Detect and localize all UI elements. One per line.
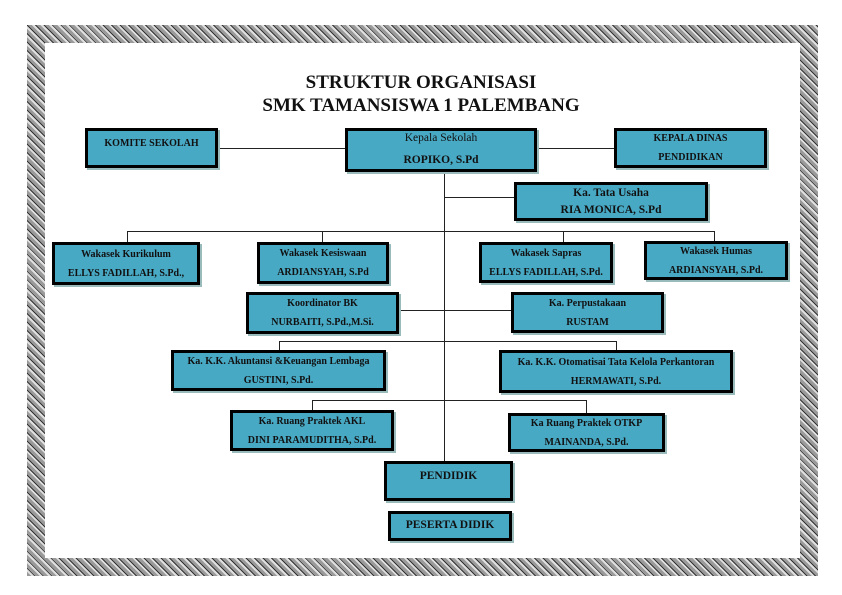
node-name: RUSTAM: [566, 316, 609, 328]
komite-connector: [218, 148, 345, 149]
node-title: PENDIDIK: [419, 470, 478, 482]
node-title: Wakasek Kesiswaan: [279, 248, 367, 259]
wakasek-connector: [127, 231, 715, 232]
node-ruang-praktek-otkp: Ka Ruang Praktek OTKP MAINANDA, S.Pd.: [508, 413, 665, 452]
node-title: Wakasek Sapras: [510, 247, 582, 259]
tick: [714, 231, 715, 241]
node-kepala-sekolah: Kepala Sekolah ROPIKO, S.Pd: [345, 128, 537, 172]
node-title: Wakasek Kurikulum: [81, 248, 171, 260]
chart-title-line1: STRUKTUR ORGANISASI: [305, 72, 537, 93]
node-koordinator-bk: Koordinator BK NURBAITI, S.Pd.,M.Si.: [246, 292, 399, 334]
ruang-connector: [312, 400, 587, 401]
node-title: Ka Ruang Praktek OTKP: [530, 417, 643, 429]
node-name: GUSTINI, S.Pd.: [243, 374, 314, 386]
node-name: ELLYS FADILLAH, S.Pd.,: [67, 267, 185, 279]
node-title: KOMITE SEKOLAH: [104, 138, 199, 149]
node-name: RIA MONICA, S.Pd: [560, 203, 662, 216]
dinas-connector: [537, 148, 614, 149]
tick: [563, 231, 564, 242]
node-title: Ka. Perpustakaan: [548, 297, 627, 309]
node-title: Wakasek Humas: [680, 245, 752, 257]
node-kepala-dinas: KEPALA DINAS PENDIDIKAN: [614, 128, 767, 168]
node-name: ELLYS FADILLAH, S.Pd.: [489, 266, 603, 278]
node-pendidik: PENDIDIK: [384, 461, 513, 501]
node-name: ARDIANSYAH, S.Pd: [277, 267, 369, 278]
node-name: ROPIKO, S.Pd: [403, 154, 479, 166]
node-wakasek-sapras: Wakasek Sapras ELLYS FADILLAH, S.Pd.: [479, 242, 613, 283]
tick: [616, 341, 617, 350]
main-connector: [444, 172, 445, 461]
node-title: Ka. Tata Usaha: [573, 187, 649, 200]
node-wakasek-humas: Wakasek Humas ARDIANSYAH, S.Pd.: [644, 241, 788, 280]
node-name: PENDIDIKAN: [658, 152, 723, 163]
node-komite-sekolah: KOMITE SEKOLAH: [85, 128, 218, 168]
kk-connector: [279, 341, 617, 342]
node-title: PESERTA DIDIK: [405, 519, 495, 532]
node-name: ARDIANSYAH, S.Pd.: [668, 264, 764, 276]
node-perpustakaan: Ka. Perpustakaan RUSTAM: [511, 292, 664, 333]
chart-title-line2: SMK TAMANSISWA 1 PALEMBANG: [262, 95, 580, 116]
node-ruang-praktek-akl: Ka. Ruang Praktek AKL DINI PARAMUDITHA, …: [230, 410, 394, 451]
node-name: HERMAWATI, S.Pd.: [570, 375, 662, 387]
node-title: Ka. Ruang Praktek AKL: [258, 415, 366, 427]
tick: [279, 341, 280, 350]
tick: [586, 400, 587, 413]
node-peserta-didik: PESERTA DIDIK: [388, 511, 512, 541]
bk-perpus-connector: [399, 310, 511, 311]
tick: [312, 400, 313, 410]
node-wakasek-kesiswaan: Wakasek Kesiswaan ARDIANSYAH, S.Pd: [257, 242, 389, 284]
tu-connector: [444, 197, 514, 198]
node-title: KEPALA DINAS: [653, 133, 728, 144]
node-name: NURBAITI, S.Pd.,M.Si.: [271, 317, 374, 328]
tick: [322, 231, 323, 242]
node-title: Ka. K.K. Akuntansi &Keuangan Lembaga: [187, 355, 370, 367]
node-title: Ka. K.K. Otomatisai Tata Kelola Perkanto…: [517, 356, 715, 368]
node-kk-akuntansi: Ka. K.K. Akuntansi &Keuangan Lembaga GUS…: [171, 350, 386, 391]
node-title: Kepala Sekolah: [404, 132, 478, 145]
node-name: DINI PARAMUDITHA, S.Pd.: [247, 434, 377, 446]
node-title: Koordinator BK: [287, 298, 358, 309]
tick: [127, 231, 128, 242]
node-kk-otkp: Ka. K.K. Otomatisai Tata Kelola Perkanto…: [499, 350, 733, 393]
node-name: MAINANDA, S.Pd.: [544, 436, 629, 448]
node-wakasek-kurikulum: Wakasek Kurikulum ELLYS FADILLAH, S.Pd.,: [52, 242, 200, 285]
node-tata-usaha: Ka. Tata Usaha RIA MONICA, S.Pd: [514, 182, 708, 221]
